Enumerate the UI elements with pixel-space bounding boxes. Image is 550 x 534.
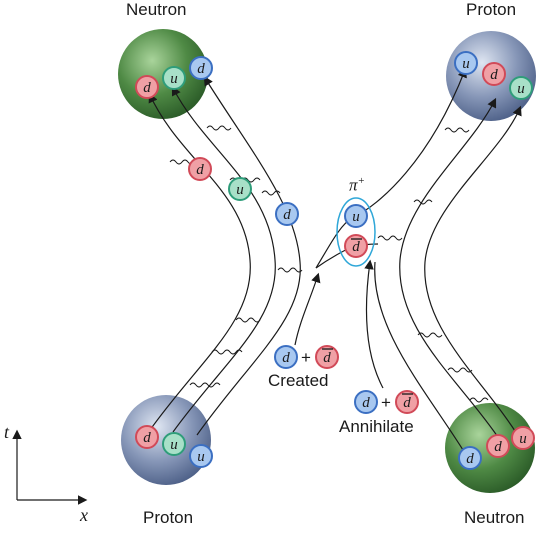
left-quark-lines: [148, 75, 301, 436]
pion-dbar-circle: [344, 234, 368, 258]
gluon-wiggle: [211, 349, 243, 355]
gluon-wiggle: [444, 127, 470, 133]
quark-label: u: [170, 71, 178, 87]
quark-line-right-3: [374, 261, 469, 459]
gluon-wiggle: [261, 190, 281, 196]
neutron-bottom-label: Neutron: [464, 508, 525, 527]
quark-label: u: [462, 56, 470, 72]
proton-top-label: Proton: [466, 0, 517, 19]
proton-bottom-label: Proton: [143, 508, 194, 527]
pion-symbol: π: [349, 175, 358, 195]
gluon-wiggle: [377, 235, 403, 241]
quark-d-circle: [458, 446, 482, 470]
quark-label: d: [143, 80, 151, 96]
created-pointer: [294, 272, 321, 346]
gluon-wiggle: [413, 199, 433, 205]
quark-d-circle: [188, 157, 212, 181]
x-axis-label: x: [80, 505, 88, 525]
quark-u-circle: [228, 177, 252, 201]
quark-line-right-1: [399, 97, 501, 441]
quark-label: d: [282, 350, 290, 366]
quark-d-circle: [486, 434, 510, 458]
quark-u-circle: [162, 66, 186, 90]
quark-line-left-2: [171, 85, 276, 433]
quark-label: u: [517, 81, 525, 97]
quark-label: u: [197, 449, 205, 465]
gluon-wiggle: [277, 267, 303, 273]
axes: [12, 429, 88, 505]
plus-sign: +: [381, 393, 391, 412]
quark-label: d: [323, 350, 331, 366]
quark-circles: [135, 51, 535, 470]
right-quark-lines: [374, 97, 523, 459]
gluon-wiggle: [417, 332, 443, 338]
quark-line-left-1: [148, 92, 251, 431]
gluon-wiggle: [447, 367, 473, 373]
quark-label: d: [283, 207, 291, 223]
quark-label: d: [196, 162, 204, 178]
quark-line-right-2: [424, 105, 523, 443]
created-d-circle: [274, 345, 298, 369]
pion-charge: +: [357, 175, 365, 187]
quark-label: d: [352, 239, 360, 255]
plus-sign: +: [301, 348, 311, 367]
pion-outline: [336, 197, 376, 267]
time-axis-label: t: [4, 422, 10, 442]
annihilate-pointer: [364, 259, 384, 389]
quark-u-circle: [189, 444, 213, 468]
annihilate-d-circle: [354, 390, 378, 414]
quark-label: u: [170, 437, 178, 453]
annihilate-label: Annihilate: [339, 417, 414, 436]
quark-u-circle: [454, 51, 478, 75]
quark-label: u: [519, 431, 527, 447]
quark-label: d: [143, 430, 151, 446]
pion-exchange-line: [315, 67, 467, 269]
pion-u-circle: [344, 204, 368, 228]
neutron-top-label: Neutron: [126, 0, 187, 19]
quark-d-circle: [482, 62, 506, 86]
created-dbar-circle: [315, 345, 339, 369]
quark-d-circle: [189, 56, 213, 80]
quark-label: u: [352, 209, 360, 225]
quark-d-circle: [135, 75, 159, 99]
quark-d-circle: [135, 425, 159, 449]
quark-u-circle: [162, 432, 186, 456]
quark-label: d: [362, 395, 370, 411]
pion-label: π+: [349, 175, 365, 196]
quark-u-circle: [509, 76, 533, 100]
quark-label: d: [490, 67, 498, 83]
gluon-wiggle: [206, 125, 232, 131]
antiquark-bars: [322, 238, 413, 395]
quark-u-circle: [511, 426, 535, 450]
quark-label: u: [236, 182, 244, 198]
quark-label: d: [403, 395, 411, 411]
quark-label: d: [494, 439, 502, 455]
quark-label: d: [466, 451, 474, 467]
gluon-wiggle: [469, 397, 489, 403]
annihilate-dbar-circle: [395, 390, 419, 414]
gluon-wiggle: [235, 317, 261, 323]
quark-line-left-3: [196, 75, 301, 436]
quark-label: d: [197, 61, 205, 77]
gluon-wiggle: [189, 382, 221, 388]
quark-d-circle: [275, 202, 299, 226]
created-label: Created: [268, 371, 329, 390]
